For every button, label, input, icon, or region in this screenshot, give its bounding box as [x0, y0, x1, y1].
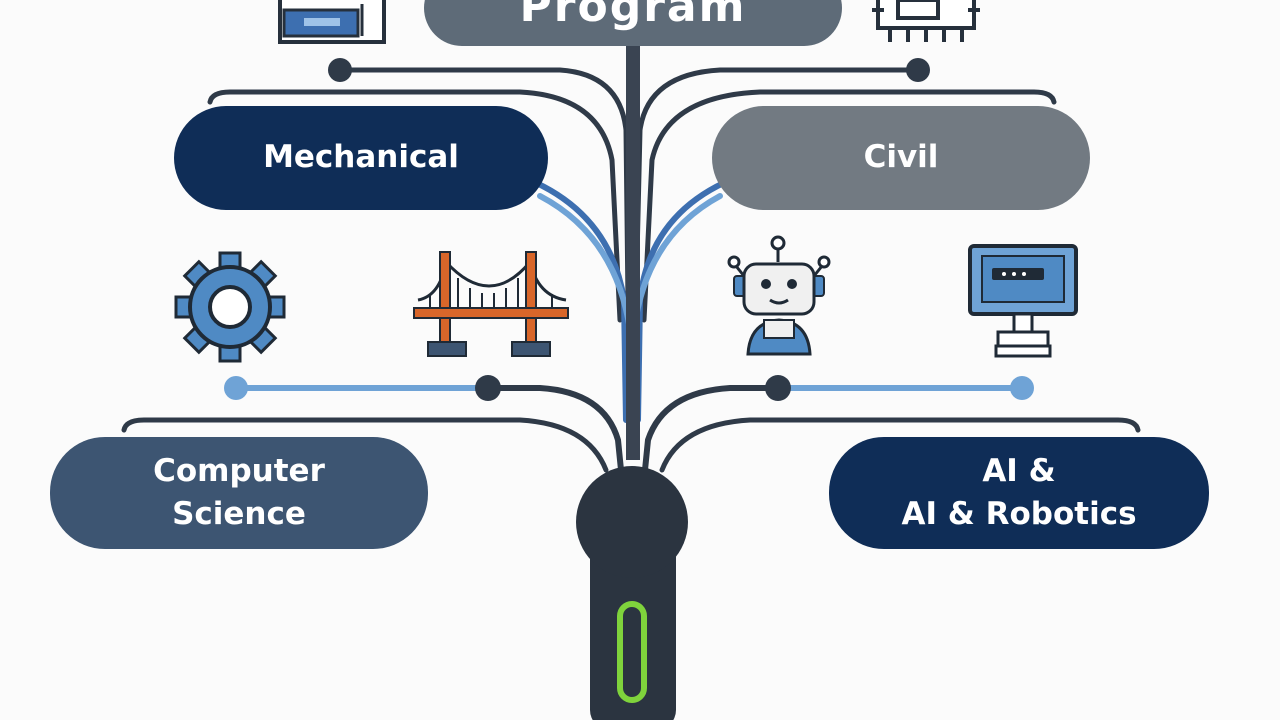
branch-ai-robotics: AI & AI & Robotics [829, 437, 1209, 549]
microchip-icon [872, 0, 980, 42]
branch-ai-robotics-line2: AI & Robotics [901, 496, 1137, 532]
root-node-label: Program [519, 0, 747, 33]
lower-connector-dots [224, 375, 1034, 401]
robot-icon [727, 235, 831, 356]
lower-connectors [121, 385, 1141, 483]
gear-icon [174, 251, 286, 363]
computer-monitor-icon [968, 244, 1078, 358]
branch-ai-robotics-line1: AI & [982, 452, 1056, 489]
branch-computer-science-line2: Science [172, 496, 306, 532]
branch-computer-science-line1: Computer [153, 452, 325, 489]
branch-mechanical-label: Mechanical [263, 139, 459, 176]
upper-connectors [207, 67, 1057, 323]
branch-computer-science: Computer Science [50, 437, 428, 549]
branch-mechanical: Mechanical [174, 106, 548, 210]
tree-trunk [576, 40, 688, 720]
root-node-program: Program [424, 0, 842, 46]
bridge-icon [413, 251, 569, 357]
circuit-board-icon [278, 0, 386, 44]
power-indicator [617, 601, 647, 703]
branch-civil: Civil [712, 106, 1090, 210]
branch-civil-label: Civil [863, 139, 939, 176]
upper-connector-dots [328, 58, 930, 82]
